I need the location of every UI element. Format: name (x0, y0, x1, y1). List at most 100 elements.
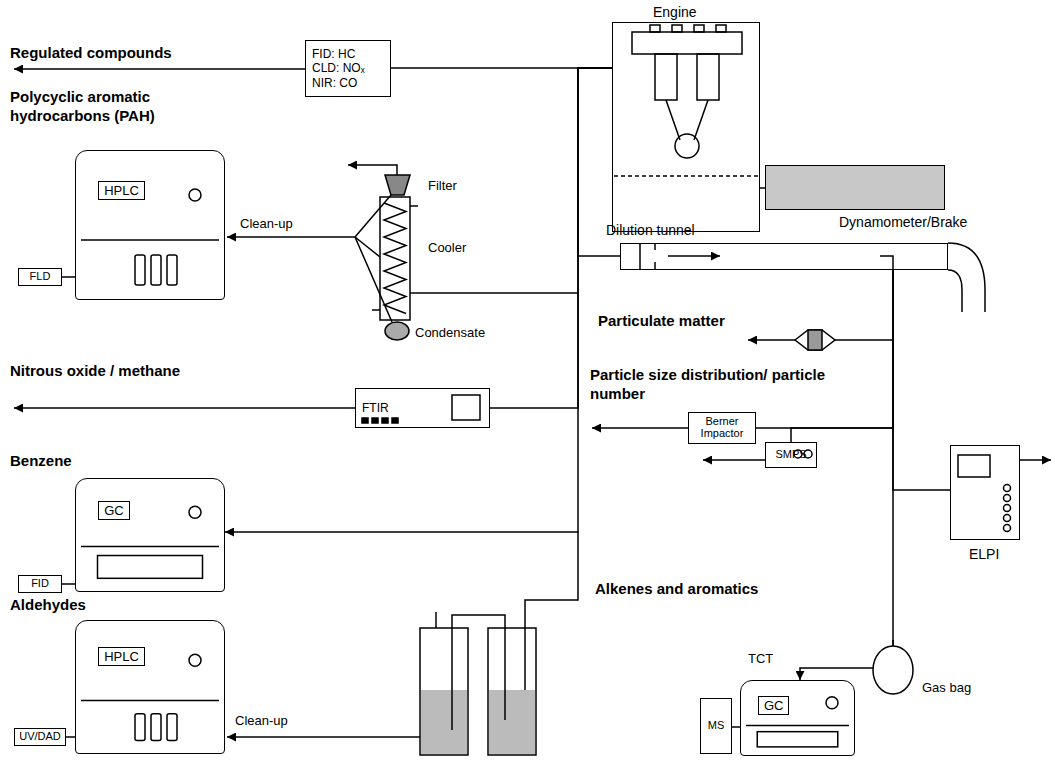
edge-label: TCT (746, 651, 775, 666)
part-label: Filter (428, 178, 457, 194)
gc-instrument: GC (740, 680, 855, 756)
output-arrow (703, 459, 765, 461)
filter-holder (795, 330, 835, 350)
node-text: FID (31, 578, 49, 590)
impinger-drawing (489, 690, 535, 754)
impactor-box: Berner Impactor (688, 412, 756, 444)
part-label: Gas bag (922, 680, 971, 696)
detector-box: UV/DAD (14, 728, 66, 746)
sampler-drawing (227, 236, 355, 238)
elpi-detail (1004, 495, 1011, 502)
output-arrow (14, 407, 355, 409)
gc-instrument: GC (75, 478, 225, 592)
section-heading: Regulated compounds (10, 44, 172, 63)
sampler-drawing (410, 292, 578, 294)
elpi-detail (1004, 515, 1011, 522)
node-heading: Dynamometer/Brake (839, 214, 967, 230)
output-arrow (1020, 459, 1051, 461)
node-text: Berner Impactor (692, 416, 752, 439)
connector (732, 726, 740, 728)
analyzer-detail (362, 395, 990, 477)
tunnel-drawing (639, 243, 641, 270)
node-text: FID: HC (312, 47, 355, 61)
part-label: Clean-up (240, 216, 293, 232)
engine-drawing (694, 100, 708, 140)
connector (800, 270, 893, 680)
connector (66, 736, 75, 738)
section-heading: Aldehydes (10, 596, 86, 615)
connector (893, 270, 950, 490)
part-label: Clean-up (235, 713, 288, 729)
elpi-detail (1004, 485, 1011, 492)
cooler-coil (384, 203, 406, 314)
tunnel-drawing (948, 270, 962, 312)
elpi-box: ELPI (950, 445, 1020, 540)
node-text: HPLC (98, 181, 145, 200)
analyzer-box: FID: HCCLD: NOₓNIR: CO (305, 40, 391, 97)
node-text: FLD (30, 271, 51, 283)
filter-holder (835, 339, 893, 341)
instrument-detail (757, 732, 838, 747)
instrument-detail (135, 255, 145, 285)
tunnel-drawing (668, 255, 720, 257)
node-heading: Engine (653, 4, 697, 20)
filter-holder (808, 330, 822, 350)
impinger-drawing (227, 736, 420, 738)
analyzer-detail (958, 455, 990, 477)
cooler-coil (384, 203, 406, 314)
sampler-drawing (372, 309, 380, 311)
detector-box: FLD (18, 268, 62, 286)
sampler-drawing (385, 175, 410, 195)
node-text: NIR: CO (312, 76, 357, 90)
tunnel-drawing (654, 243, 656, 250)
engine-drawing (672, 25, 682, 32)
instrument-detail (151, 714, 161, 741)
node-text: GC (758, 696, 790, 715)
analyzer-detail (372, 418, 378, 423)
drawing-layer (14, 25, 1051, 755)
sampler-drawing (385, 322, 409, 340)
node-text: UV/DAD (19, 731, 61, 743)
ftir-analyzer: FTIR (355, 388, 490, 428)
sampler-drawing (355, 237, 392, 322)
section-heading: Benzene (10, 452, 72, 471)
engine-drawing (614, 25, 758, 176)
node-text: CLD: NOₓ (312, 61, 365, 75)
instrument-detail (81, 546, 219, 548)
impinger-drawing (227, 532, 578, 755)
instrument-detail (167, 714, 177, 741)
node-text: FTIR (362, 401, 389, 415)
engine-drawing (666, 100, 680, 140)
connector (490, 68, 612, 408)
output-arrow (748, 339, 795, 341)
connector (791, 270, 893, 442)
instrument-detail (189, 189, 201, 201)
detector-box: FID (18, 575, 62, 593)
tunnel-drawing (880, 256, 893, 270)
engine-drawing (632, 32, 742, 54)
instrument-detail (189, 654, 201, 666)
hplc-instrument: HPLC (75, 150, 225, 300)
engine-drawing (655, 54, 677, 100)
impinger-drawing (421, 690, 467, 754)
instrument-detail (189, 506, 201, 518)
instrument-detail (81, 189, 849, 747)
gas-bag (892, 640, 894, 646)
elpi-detail (1004, 505, 1011, 512)
section-heading: Nitrous oxide / methane (10, 362, 180, 381)
sampler-drawing (410, 205, 418, 207)
sampler-drawing (227, 165, 578, 340)
instrument-detail (81, 239, 219, 241)
node-text: MS (708, 720, 725, 732)
engine-drawing (716, 25, 726, 32)
impinger-drawing (435, 612, 437, 628)
connector (756, 270, 893, 428)
impinger-drawing (420, 628, 468, 755)
sampler-drawing (355, 195, 391, 237)
engine-drawing (697, 54, 719, 100)
instrument-detail (151, 255, 161, 285)
tunnel-drawing (654, 262, 656, 270)
hplc-instrument: HPLC (75, 620, 225, 754)
